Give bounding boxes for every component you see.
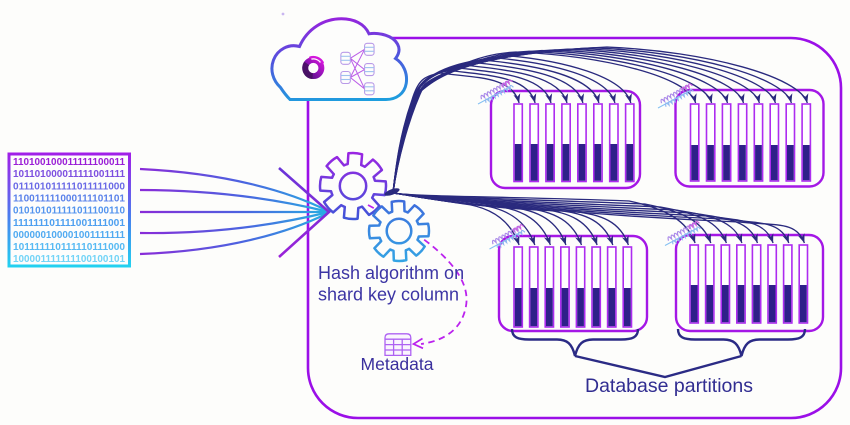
svg-text:shard key column: shard key column [318,285,459,305]
svg-text:110100100011111100011: 110100100011111100011 [13,157,125,168]
svg-text:011101011111011111000: 011101011111011111000 [13,181,125,192]
svg-text:110011111000111101101: 110011111000111101101 [13,193,125,204]
svg-text:101111110111110111000: 101111110111110111000 [13,242,125,253]
svg-text:111111101111001111001: 111111101111001111001 [13,218,125,229]
svg-text:010101011111011100110: 010101011111011100110 [13,206,125,217]
svg-text:000000100001001111111: 000000100001001111111 [13,230,125,241]
svg-text:101101000011111001111: 101101000011111001111 [13,169,125,180]
svg-text:100001111111100100101: 100001111111100100101 [13,254,125,265]
svg-text:Database partitions: Database partitions [585,375,753,397]
svg-text:Metadata: Metadata [361,354,434,374]
svg-text:Hash algorithm on: Hash algorithm on [318,263,464,283]
